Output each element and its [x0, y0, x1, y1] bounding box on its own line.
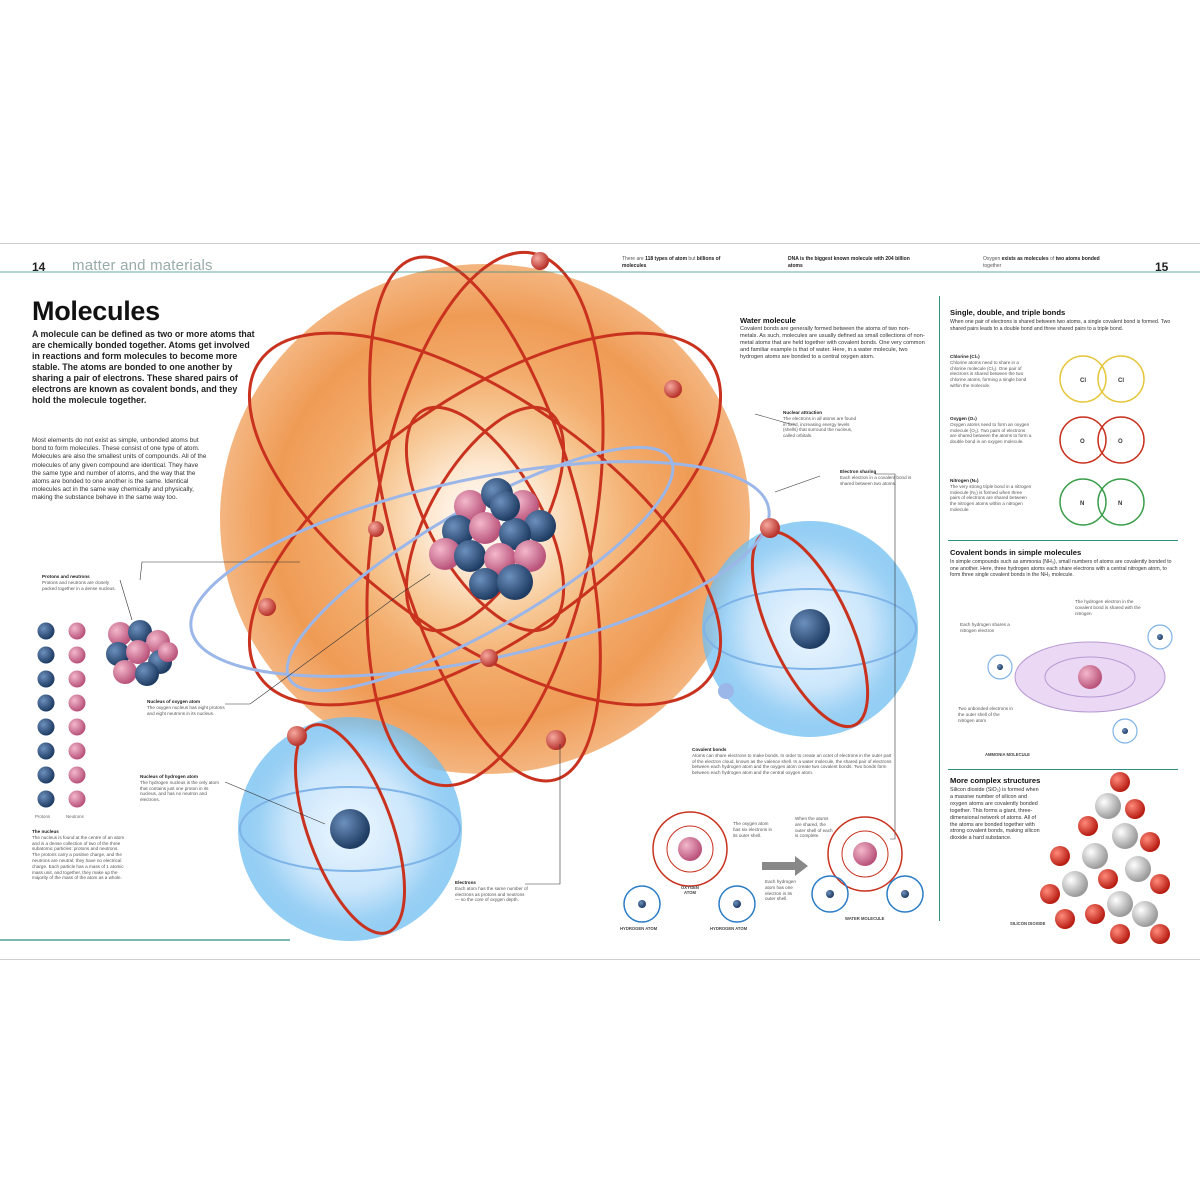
running-head: matter and materials	[72, 257, 213, 274]
nucleus-detail	[106, 620, 178, 686]
callout-ammonia-top: The hydrogen electron in the covalent bo…	[1075, 599, 1141, 616]
label-hydrogen-atom-1: HYDROGEN ATOM	[620, 926, 658, 931]
label-ammonia: AMMONIA MOLECULE	[985, 752, 1030, 757]
callout-leaders	[119, 413, 896, 885]
body-paragraph: Most elements do not exist as simple, un…	[32, 437, 207, 502]
label-hydrogen-atom-2: HYDROGEN ATOM	[710, 926, 748, 931]
o-symbol-1: O	[1080, 439, 1085, 445]
water-formation-diagram	[623, 811, 924, 923]
label-oxygen-atom: OXYGEN ATOM	[681, 885, 699, 896]
bond-nitrogen: Nitrogen (N₂)The very strong triple bond…	[950, 478, 1032, 512]
callout-hydrogen-shell: Each hydrogen atom has one electron in i…	[765, 879, 796, 902]
callout-ammonia-bottom: Two unbonded electrons in the outer shel…	[958, 706, 1013, 723]
bond-chlorine: Chlorine (Cl₂)Chlorine atoms need to sha…	[950, 354, 1027, 388]
complex-text: Silicon dioxide (SiO₂) is formed when a …	[950, 787, 1040, 842]
water-text: Covalent bonds are generally formed betw…	[740, 326, 925, 360]
bond-orbits	[189, 445, 771, 693]
silicon-dioxide-lattice	[1040, 772, 1170, 944]
label-water-molecule: WATER MOLECULE	[845, 916, 885, 921]
hydrogen-atom-left	[238, 717, 462, 941]
sidebar-rule	[939, 296, 940, 921]
cl-symbol-1: Cl	[1080, 378, 1086, 384]
bonds-title: Single, double, and triple bonds	[950, 308, 1066, 317]
electrons	[258, 252, 780, 750]
label-silicon-dioxide: SILICON DIOXIDE	[1010, 921, 1046, 926]
cl-symbol-2: Cl	[1118, 378, 1124, 384]
bonds-text: When one pair of electrons is shared bet…	[950, 319, 1171, 332]
bond-oxygen: Oxygen (O₂)Oxygen atoms need to form an …	[950, 416, 1032, 445]
oxygen-atom-illustration: Cl Cl O O N N	[0, 250, 1200, 944]
legend-protons: Protons	[35, 814, 51, 819]
intro-paragraph: A molecule can be defined as two or more…	[32, 329, 255, 405]
legend-neutrons: Neutrons	[66, 814, 84, 819]
page-number-right: 15	[1155, 260, 1169, 274]
simple-title: Covalent bonds in simple molecules	[950, 548, 1082, 557]
complex-title: More complex structures	[950, 776, 1041, 785]
callout-ammonia-left: Each hydrogen shares a nitrogen electron	[960, 622, 1010, 633]
callout-oxygen-shell: The oxygen atom has six electrons in its…	[733, 821, 773, 838]
page-title: Molecules	[32, 296, 160, 326]
book-spread: Cl Cl O O N N	[0, 243, 1200, 960]
simple-text: In simple compounds such as ammonia (NH₃…	[950, 559, 1172, 579]
fact-1: There are 118 types of atom but billions…	[622, 256, 721, 269]
fact-3: Oxygen exists as molecules of two atoms …	[983, 256, 1100, 269]
oxygen-nucleus	[429, 478, 556, 600]
n-symbol-1: N	[1080, 501, 1084, 507]
sidebar-divider-2	[948, 769, 1178, 770]
proton-neutron-legend	[37, 622, 86, 808]
sidebar-divider-1	[948, 540, 1178, 541]
o-symbol-2: O	[1118, 439, 1123, 445]
water-title: Water molecule	[740, 316, 796, 325]
callout-when-shared: When the atoms are shared, the outer she…	[795, 816, 833, 839]
fact-2: DNA is the biggest known molecule with 2…	[788, 256, 910, 269]
ammonia-diagram	[987, 624, 1173, 744]
bond-diagrams: Cl Cl O O N N	[1059, 355, 1145, 526]
page-number-left: 14	[32, 260, 46, 274]
n-symbol-2: N	[1118, 501, 1122, 507]
